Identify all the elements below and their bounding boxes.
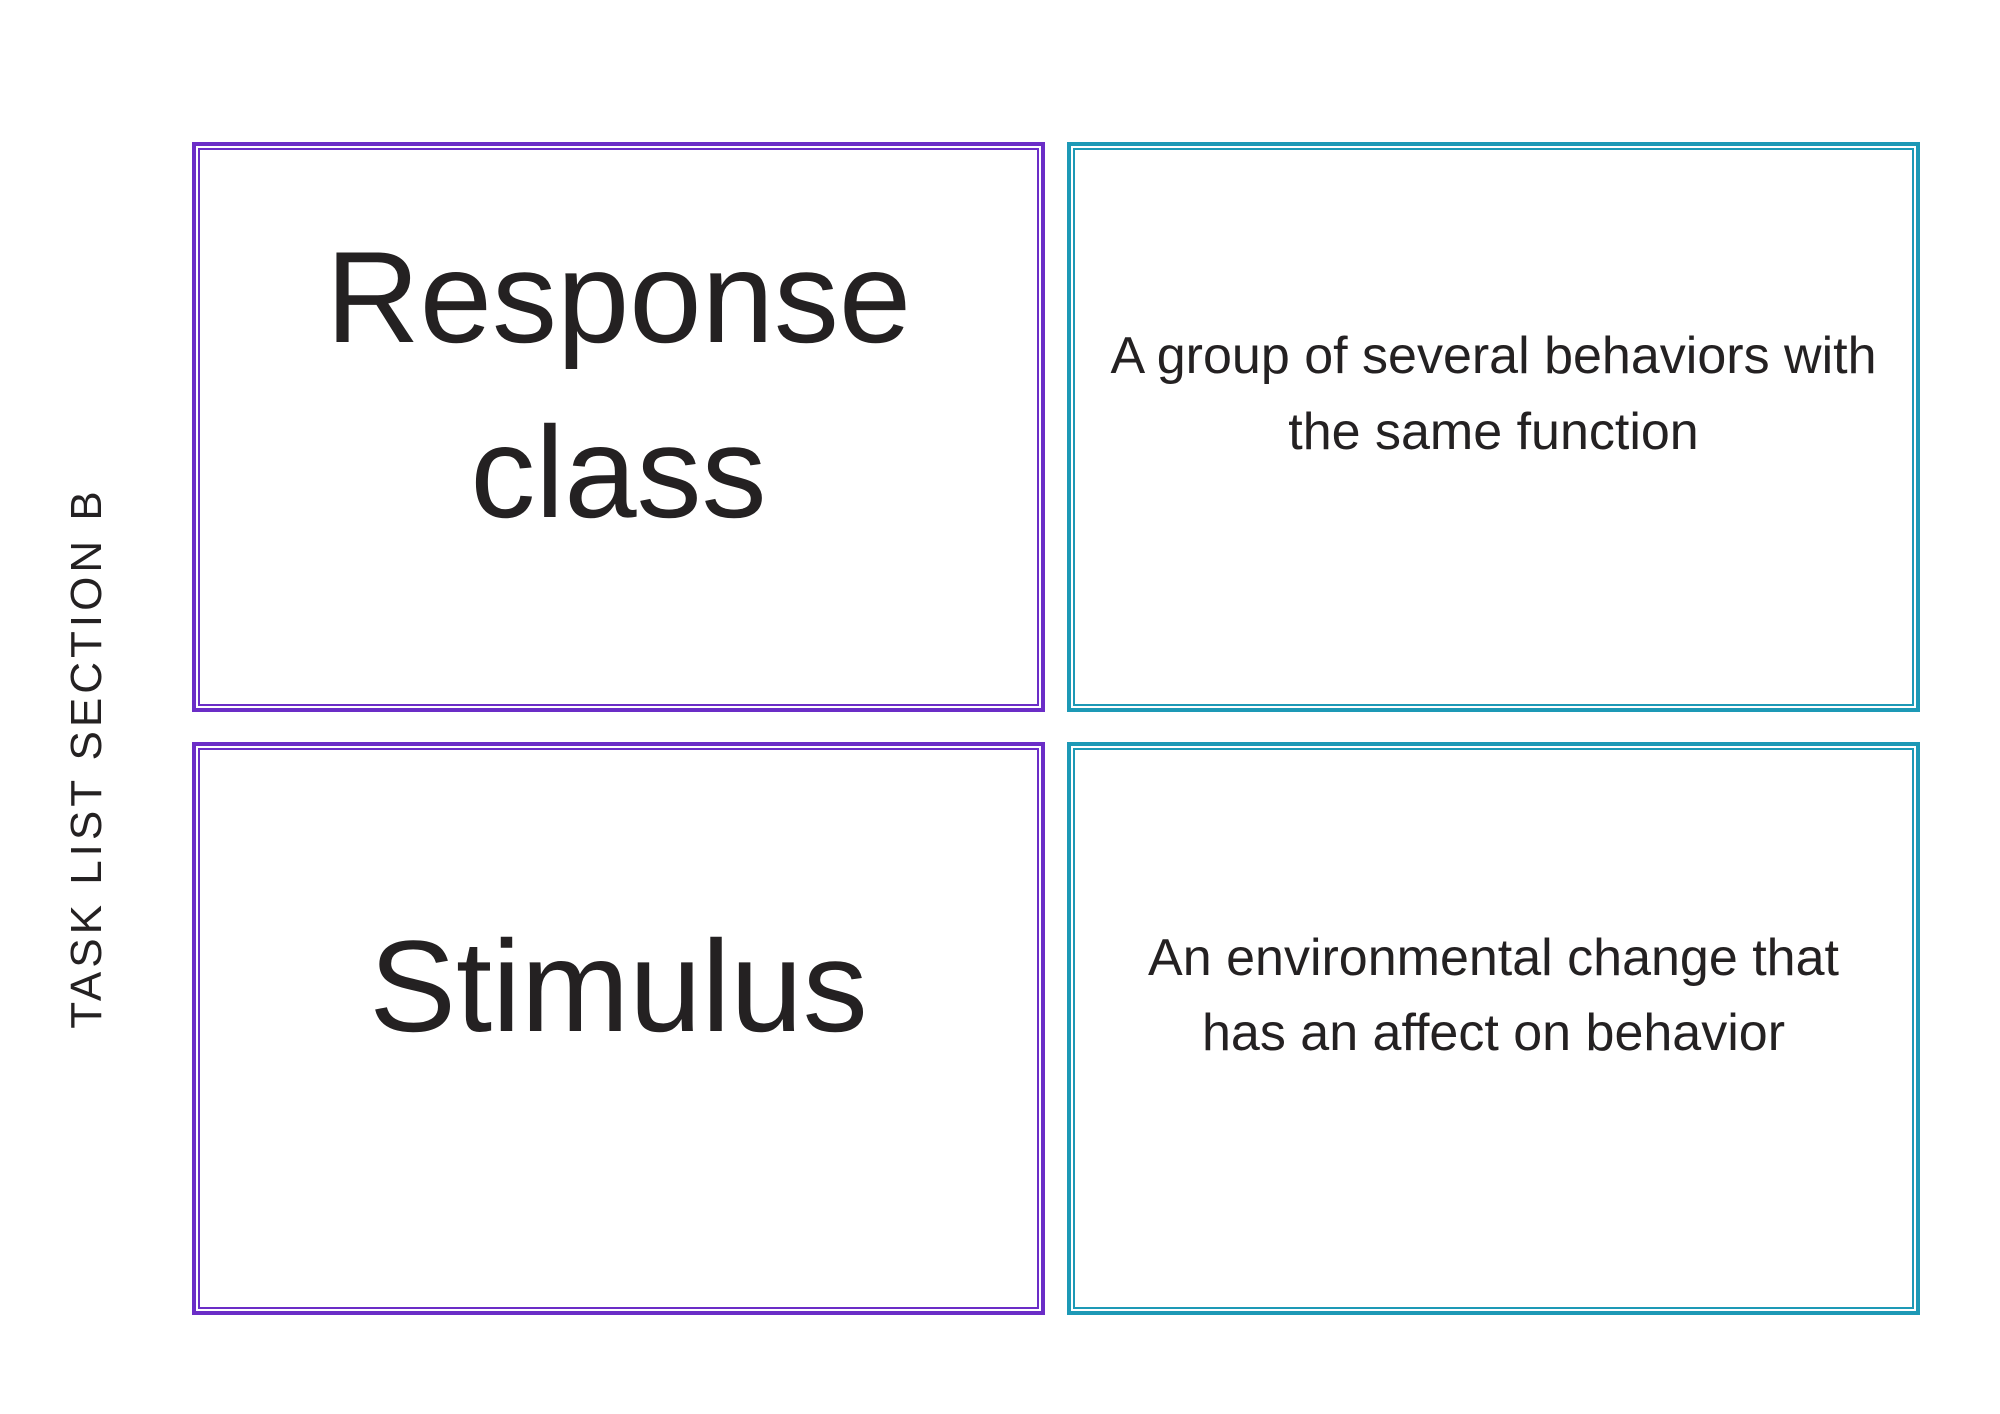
definition-text: An environmental change that has an affe… <box>1148 921 1839 1137</box>
flashcard-definition-response-class: A group of several behaviors with the sa… <box>1067 142 1920 712</box>
definition-line: the same function <box>1288 402 1699 461</box>
term-line: Stimulus <box>369 912 868 1059</box>
flashcard-definition-stimulus: An environmental change that has an affe… <box>1067 742 1920 1315</box>
term-text: Response class <box>326 210 911 645</box>
flashcard-term-stimulus: Stimulus <box>192 742 1045 1315</box>
definition-text: A group of several behaviors with the sa… <box>1111 319 1877 535</box>
definition-line: An environmental change that <box>1148 928 1839 987</box>
section-label: TASK LIST SECTION B <box>62 487 111 1029</box>
term-line: class <box>470 399 767 545</box>
definition-line: A group of several behaviors with <box>1110 327 1877 386</box>
term-line: Response <box>325 223 912 370</box>
definition-line: has an affect on behavior <box>1201 1004 1786 1062</box>
cards-grid: Response class A group of several behavi… <box>192 142 1920 1315</box>
flashcard-term-response-class: Response class <box>192 142 1045 712</box>
term-text: Stimulus <box>369 899 867 1159</box>
